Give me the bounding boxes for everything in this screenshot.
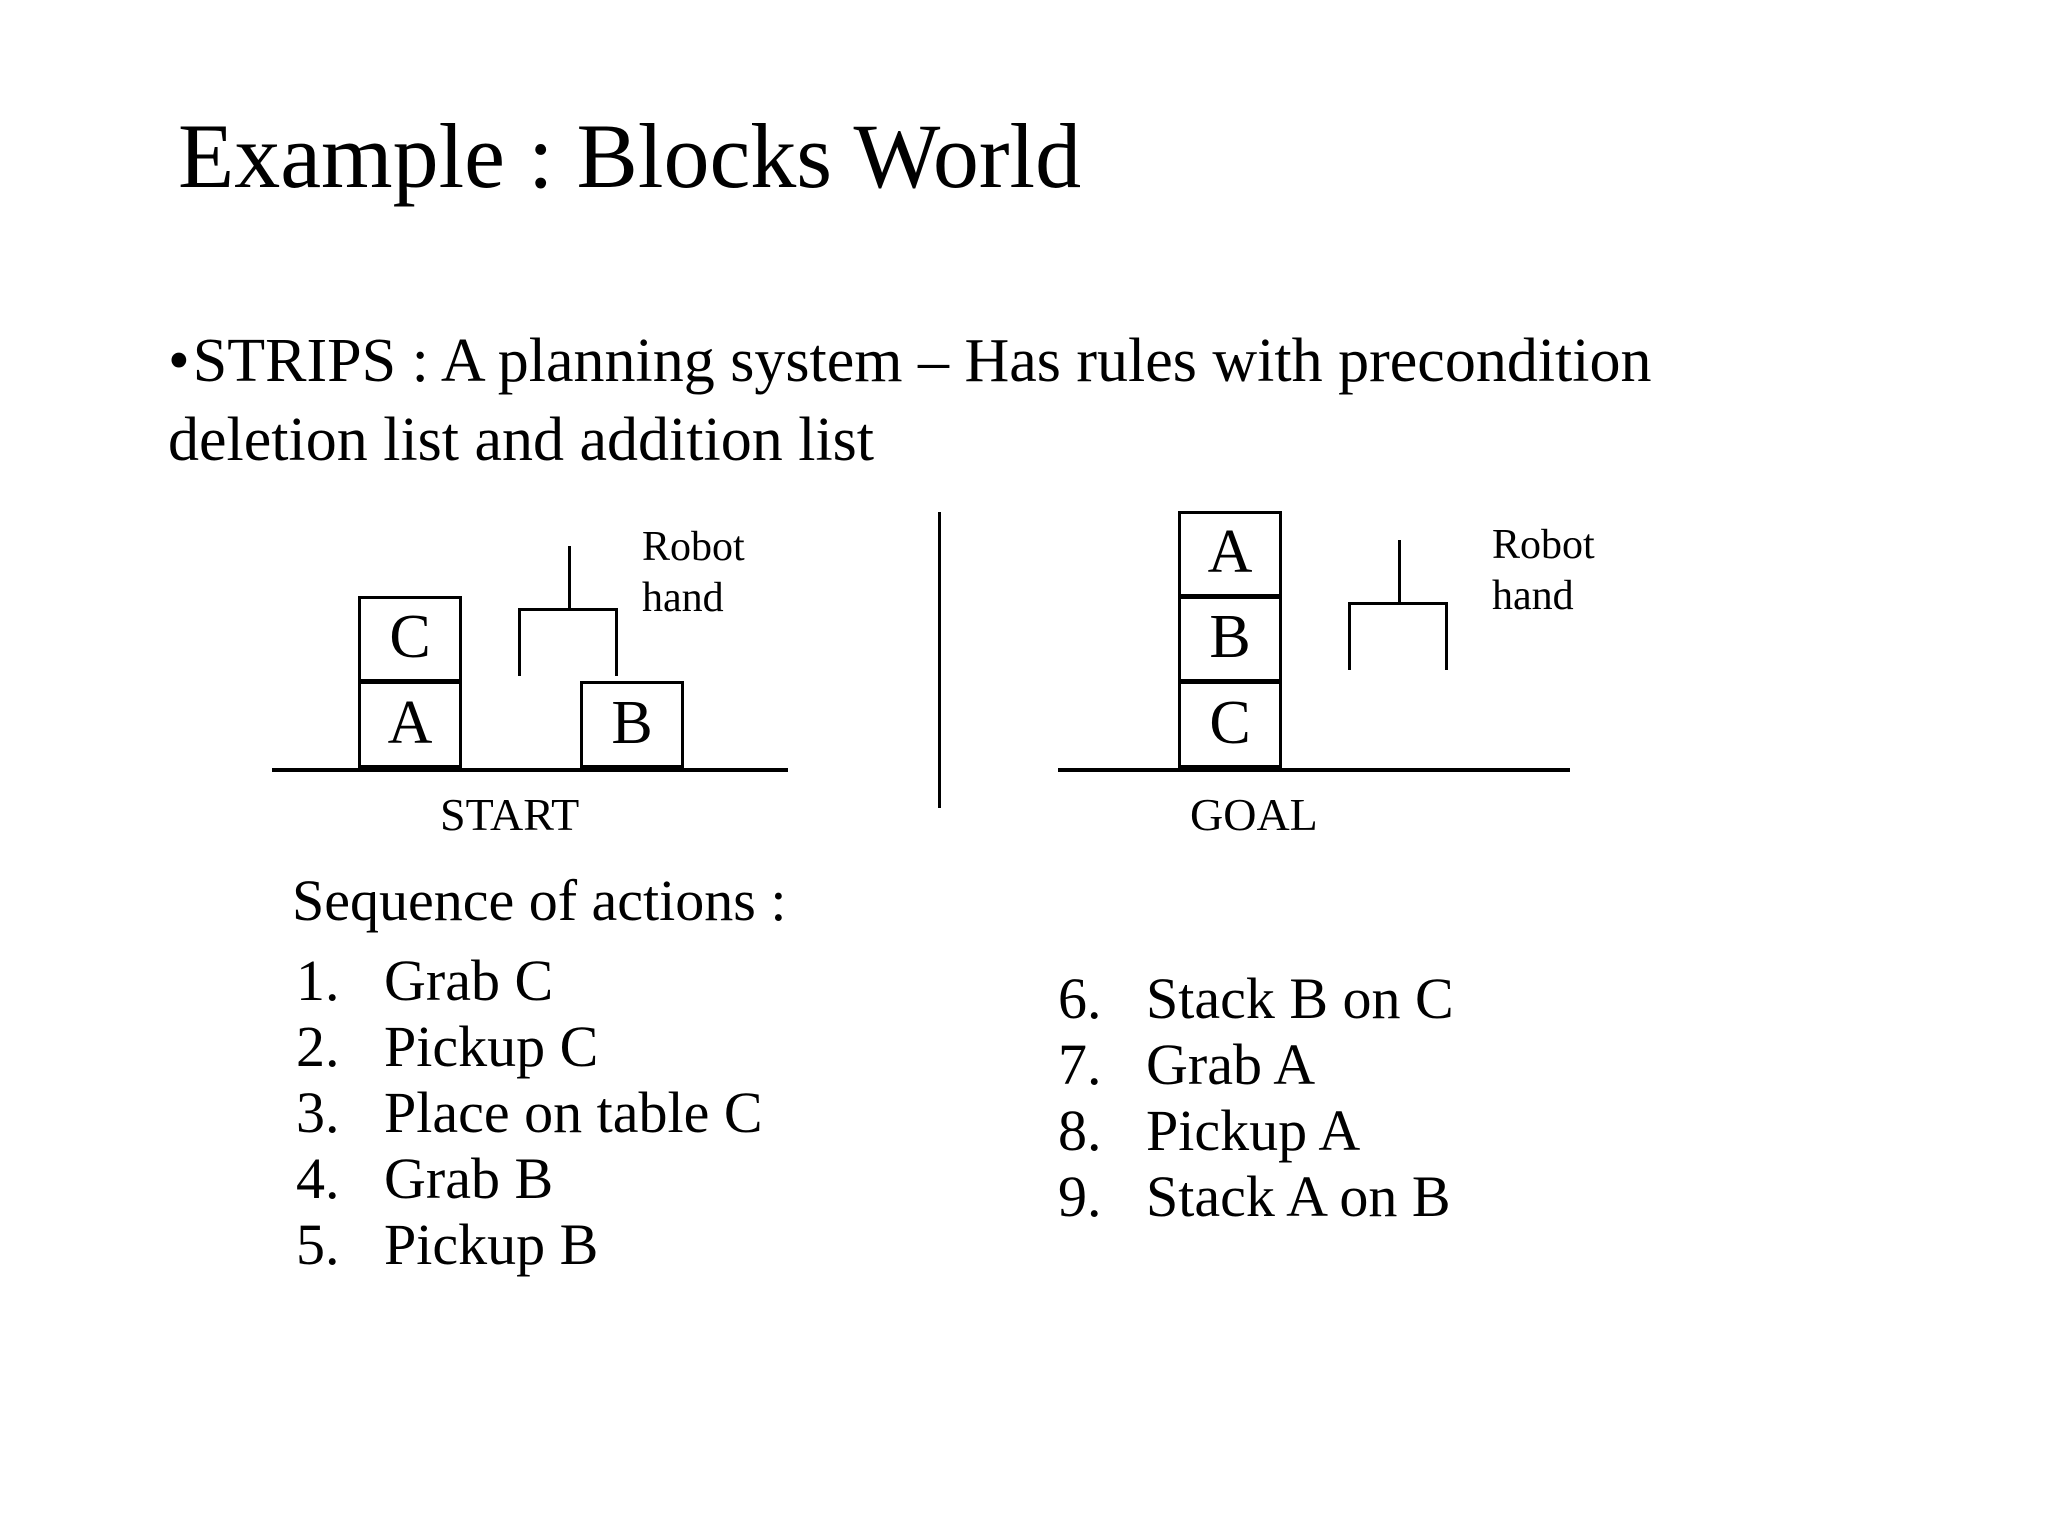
list-item-number: 4.: [296, 1146, 340, 1211]
list-item-label: Pickup A: [1146, 1098, 1361, 1163]
actions-list-left: 1. Grab C 2. Pickup C 3. Place on table …: [296, 952, 763, 1282]
goal-robot-hand-icon: [1348, 540, 1448, 672]
goal-block-b: B: [1178, 596, 1282, 682]
goal-block-b-label: B: [1209, 603, 1251, 671]
robot-hand-crossbar: [1348, 602, 1448, 605]
list-item-label: Grab C: [384, 948, 554, 1013]
list-item-label: Stack A on B: [1146, 1164, 1451, 1229]
robot-hand-crossbar: [518, 608, 618, 611]
scene-divider: [938, 512, 941, 808]
start-scene-label: START: [440, 789, 580, 840]
page-title: Example : Blocks World: [178, 105, 1082, 207]
list-item: 9. Stack A on B: [1058, 1168, 1454, 1234]
list-item: 1. Grab C: [296, 952, 763, 1018]
start-block-b-label: B: [611, 688, 653, 757]
robot-hand-prong-right: [615, 608, 618, 676]
goal-block-c: C: [1178, 681, 1282, 768]
start-block-b: B: [580, 681, 684, 768]
goal-block-c-label: C: [1209, 688, 1251, 757]
list-item-label: Place on table C: [384, 1080, 763, 1145]
list-item-number: 2.: [296, 1014, 340, 1079]
robot-hand-prong-left: [518, 608, 521, 676]
start-block-a-label: A: [387, 688, 433, 757]
goal-ground-line: [1058, 768, 1570, 772]
start-block-c: C: [358, 596, 462, 682]
goal-scene-label: GOAL: [1190, 789, 1318, 840]
start-robot-hand-icon: [518, 546, 618, 678]
list-item: 8. Pickup A: [1058, 1102, 1454, 1168]
list-item: 4. Grab B: [296, 1150, 763, 1216]
list-item: 5. Pickup B: [296, 1216, 763, 1282]
list-item: 2. Pickup C: [296, 1018, 763, 1084]
list-item-number: 8.: [1058, 1098, 1102, 1163]
list-item-number: 5.: [296, 1212, 340, 1277]
robot-hand-prong-right: [1445, 602, 1448, 670]
list-item-label: Pickup C: [384, 1014, 599, 1079]
actions-heading: Sequence of actions :: [292, 868, 787, 933]
start-ground-line: [272, 768, 788, 772]
robot-hand-stem: [1398, 540, 1401, 602]
list-item: 6. Stack B on C: [1058, 970, 1454, 1036]
list-item-number: 9.: [1058, 1164, 1102, 1229]
bullet-marker-icon: •: [168, 327, 190, 395]
actions-list-right: 6. Stack B on C 7. Grab A 8. Pickup A 9.…: [1058, 970, 1454, 1234]
list-item: 7. Grab A: [1058, 1036, 1454, 1102]
list-item-number: 7.: [1058, 1032, 1102, 1097]
start-robot-hand-label: Robot hand: [642, 524, 745, 622]
list-item-label: Stack B on C: [1146, 966, 1454, 1031]
start-block-a: A: [358, 681, 462, 768]
list-item-number: 1.: [296, 948, 340, 1013]
goal-block-a-label: A: [1207, 518, 1253, 586]
goal-block-a: A: [1178, 511, 1282, 597]
list-item-label: Grab A: [1146, 1032, 1316, 1097]
bullet-paragraph: •STRIPS : A planning system – Has rules …: [168, 322, 1728, 481]
bullet-text: STRIPS : A planning system – Has rules w…: [168, 327, 1652, 475]
list-item-number: 6.: [1058, 966, 1102, 1031]
goal-robot-hand-label: Robot hand: [1492, 522, 1595, 620]
start-block-c-label: C: [389, 603, 431, 671]
list-item: 3. Place on table C: [296, 1084, 763, 1150]
robot-hand-prong-left: [1348, 602, 1351, 670]
robot-hand-stem: [568, 546, 571, 608]
list-item-label: Grab B: [384, 1146, 554, 1211]
list-item-label: Pickup B: [384, 1212, 599, 1277]
list-item-number: 3.: [296, 1080, 340, 1145]
